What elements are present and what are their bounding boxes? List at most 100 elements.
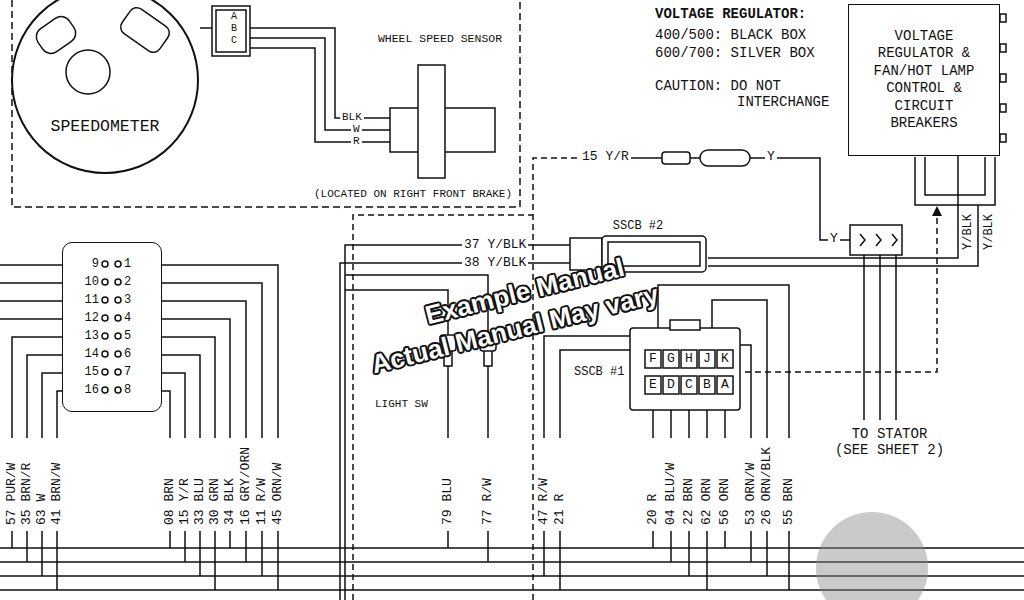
pin-socket — [102, 279, 108, 285]
wire-color: Y/BLK — [961, 214, 975, 250]
wire-label: 56 ORN — [718, 478, 732, 525]
wire-label: 62 ORN — [700, 478, 714, 525]
stator-note: TO STATOR (SEE SHEET 2) — [832, 426, 947, 458]
plug-face — [216, 10, 246, 52]
wire-label: 16 GRY/ORN — [239, 447, 253, 525]
pin-socket — [115, 351, 121, 357]
pin-letter: B — [231, 23, 237, 35]
stator-plug — [850, 225, 902, 255]
pin-number: 12 — [63, 309, 111, 327]
wire-label: 47 R/W — [537, 478, 551, 525]
wire-label: 33 BLU — [193, 478, 207, 525]
pin-cell — [663, 376, 679, 394]
pin-letter: E — [644, 376, 662, 394]
wire — [708, 205, 978, 266]
dashed-wire — [745, 214, 937, 372]
wire-label: 33 BLU — [193, 478, 207, 525]
dashed-wire — [533, 158, 578, 600]
pin-cell — [645, 376, 661, 394]
wire-label: 15 Y/R — [178, 478, 192, 525]
wire — [864, 255, 896, 420]
pin-letter: F — [644, 350, 662, 368]
plug-female — [700, 150, 750, 166]
wire-label: 04 BLU/W — [664, 463, 678, 525]
wire-label: 56 ORN — [718, 478, 732, 525]
switch-label: LIGHT SW — [375, 398, 428, 411]
gauge-label: SPEEDOMETER — [51, 118, 160, 136]
gauge-lamp — [32, 13, 79, 58]
wire-label: 79 BLU — [441, 478, 455, 525]
gauge-hub — [66, 50, 110, 94]
wire — [658, 285, 789, 438]
wire-color: Y — [765, 150, 777, 165]
pin-number: 11 — [63, 291, 111, 309]
wire-color: W — [351, 123, 362, 136]
wire-color: Y — [828, 232, 840, 247]
pin-number: 16 — [63, 381, 111, 399]
wire — [0, 265, 62, 319]
outline-art — [10, 0, 200, 175]
spec-note: 600/700: SILVER BOX — [655, 45, 815, 61]
pin-letter: SSCB #1 — [574, 365, 630, 379]
wire-color: W — [351, 123, 362, 136]
pin-socket — [115, 297, 121, 303]
pin-number: 10 — [63, 273, 111, 291]
enclosure-dashed — [12, 0, 520, 207]
pin-number: 3 — [111, 291, 160, 309]
logo-badge — [816, 512, 928, 600]
wire — [750, 158, 850, 240]
wire-label: 45 ORN/W — [271, 463, 285, 525]
wire — [162, 265, 278, 438]
pin-socket — [115, 279, 121, 285]
pin-socket — [115, 369, 121, 375]
wire-label: 04 BLU/W — [664, 463, 678, 525]
wire-label: 77 R/W — [481, 478, 495, 525]
pin-socket — [115, 387, 121, 393]
pin-number: 8 — [111, 381, 160, 399]
wire — [448, 366, 488, 438]
wheel-speed-sensor: WHEEL SPEED SENSOR — [370, 32, 510, 184]
wire-label: 11 R/W — [255, 478, 269, 525]
wire-label: 11 R/W — [255, 478, 269, 525]
wire-label: 15 Y/R — [178, 478, 192, 525]
pin-number: 14 — [63, 345, 111, 363]
wire-color: BLK — [340, 111, 364, 124]
wire-label: 21 R — [553, 494, 567, 525]
plug-chevrons — [860, 234, 897, 246]
terminal — [1000, 14, 1006, 22]
breaker-connector: SSCB #1FGHJKEDCBA — [566, 318, 744, 412]
regulator-plug — [925, 157, 985, 195]
pin-letter: K — [716, 350, 734, 368]
wire — [370, 117, 390, 119]
wire — [690, 157, 700, 159]
wire-color: BLK — [340, 111, 364, 124]
pin-socket — [102, 351, 108, 357]
wire-label: 47 R/W — [537, 478, 551, 525]
pin-socket — [115, 315, 121, 321]
arrow-head — [932, 206, 942, 216]
spec-heading: VOLTAGE REGULATOR: — [655, 6, 806, 22]
sensor-label: WHEEL SPEED SENSOR — [378, 32, 502, 46]
pin-number: 6 — [111, 345, 160, 363]
wire-color: Y — [828, 232, 840, 247]
switch-plug — [484, 351, 492, 366]
gauge-display — [118, 5, 173, 56]
pin-letter: C — [231, 35, 237, 47]
wire-label: 37 Y/BLK — [462, 238, 528, 253]
pin-letter: C — [231, 35, 237, 47]
terminal — [1000, 74, 1006, 82]
wire-label: 15 Y/R — [580, 150, 631, 165]
wire-label: 53 ORN/W — [744, 463, 758, 525]
wire-label: 62 ORN — [700, 478, 714, 525]
dashed-wire — [353, 215, 533, 600]
location-note: (LOCATED ON RIGHT FRONT BRAKE) — [314, 188, 512, 201]
wire-label: 26 ORN/BLK — [760, 447, 774, 525]
gauge-dial — [12, 0, 198, 173]
wire-label: 63 W — [35, 494, 49, 525]
pin-cell — [681, 350, 697, 368]
brake-rotor — [418, 65, 445, 178]
wire-label: 15 Y/R — [580, 150, 631, 165]
terminal — [1000, 104, 1006, 112]
wire — [12, 531, 215, 590]
wire — [653, 410, 725, 438]
